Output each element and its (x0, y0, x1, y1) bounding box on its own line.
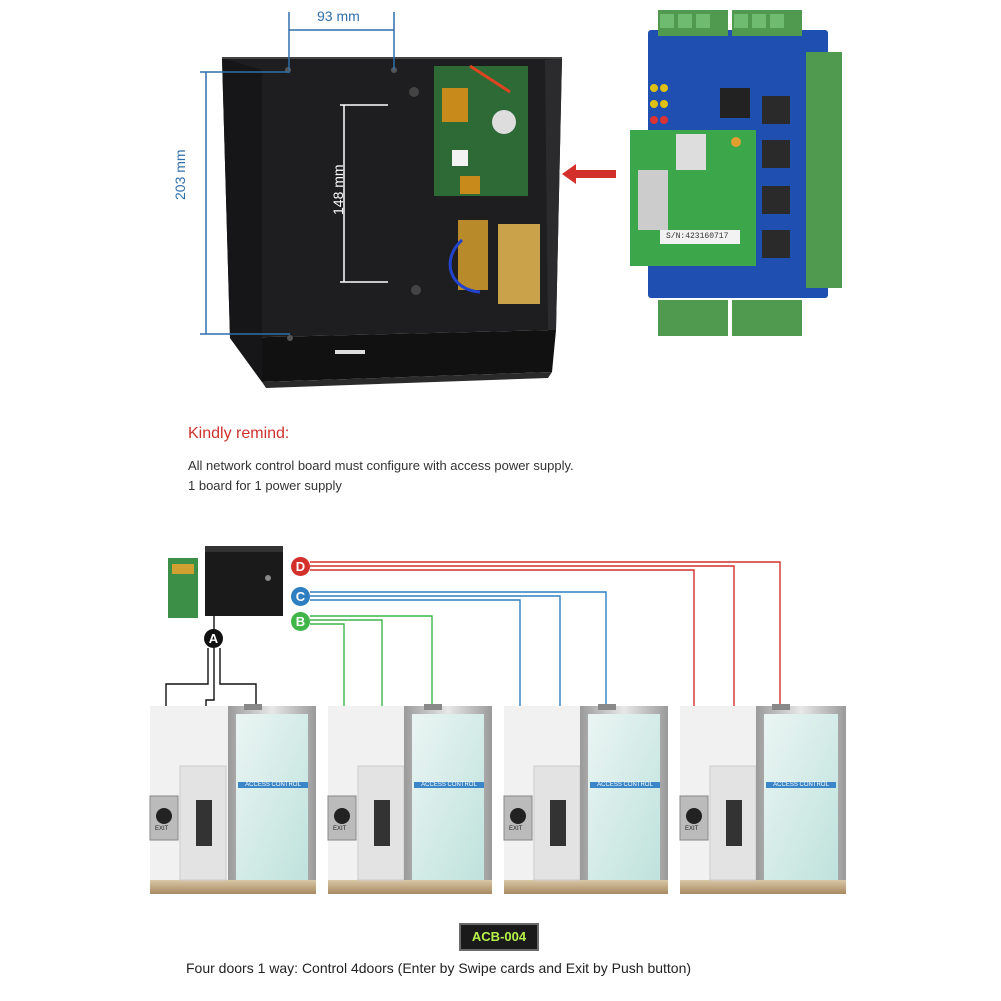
door-unit-2 (327, 704, 492, 894)
wire-badge-a: A (204, 629, 223, 648)
diagram-caption: Four doors 1 way: Control 4doors (Enter … (186, 960, 692, 976)
pointer-arrow-icon (562, 164, 616, 184)
exit-label-4: EXIT (685, 826, 699, 832)
door-unit-4 (679, 704, 846, 894)
dimension-lines (200, 12, 395, 335)
door-unit-3 (503, 704, 668, 894)
board-serial-label: S/N:423160717 (666, 232, 729, 241)
exit-label-2: EXIT (333, 826, 347, 832)
wire-badge-c: C (291, 587, 310, 606)
control-board (630, 10, 842, 336)
exit-label-3: EXIT (509, 826, 523, 832)
width-dimension-label: 93 mm (317, 8, 360, 24)
exit-label-1: EXIT (155, 826, 169, 832)
glass-text-2: ACCESS CONTROL (414, 782, 484, 788)
controller-kit (168, 546, 283, 618)
notice-title: Kindly remind: (188, 425, 290, 442)
glass-text-1: ACCESS CONTROL (238, 782, 308, 788)
notice-line-2: 1 board for 1 power supply (188, 478, 342, 493)
power-supply-box (222, 57, 562, 388)
model-label: ACB-004 (459, 923, 539, 951)
notice-line-1: All network control board must configure… (188, 458, 574, 473)
glass-text-3: ACCESS CONTROL (590, 782, 660, 788)
glass-text-4: ACCESS CONTROL (766, 782, 836, 788)
door-unit-1 (149, 704, 316, 894)
wire-badge-d: D (291, 557, 310, 576)
wire-badge-b: B (291, 612, 310, 631)
